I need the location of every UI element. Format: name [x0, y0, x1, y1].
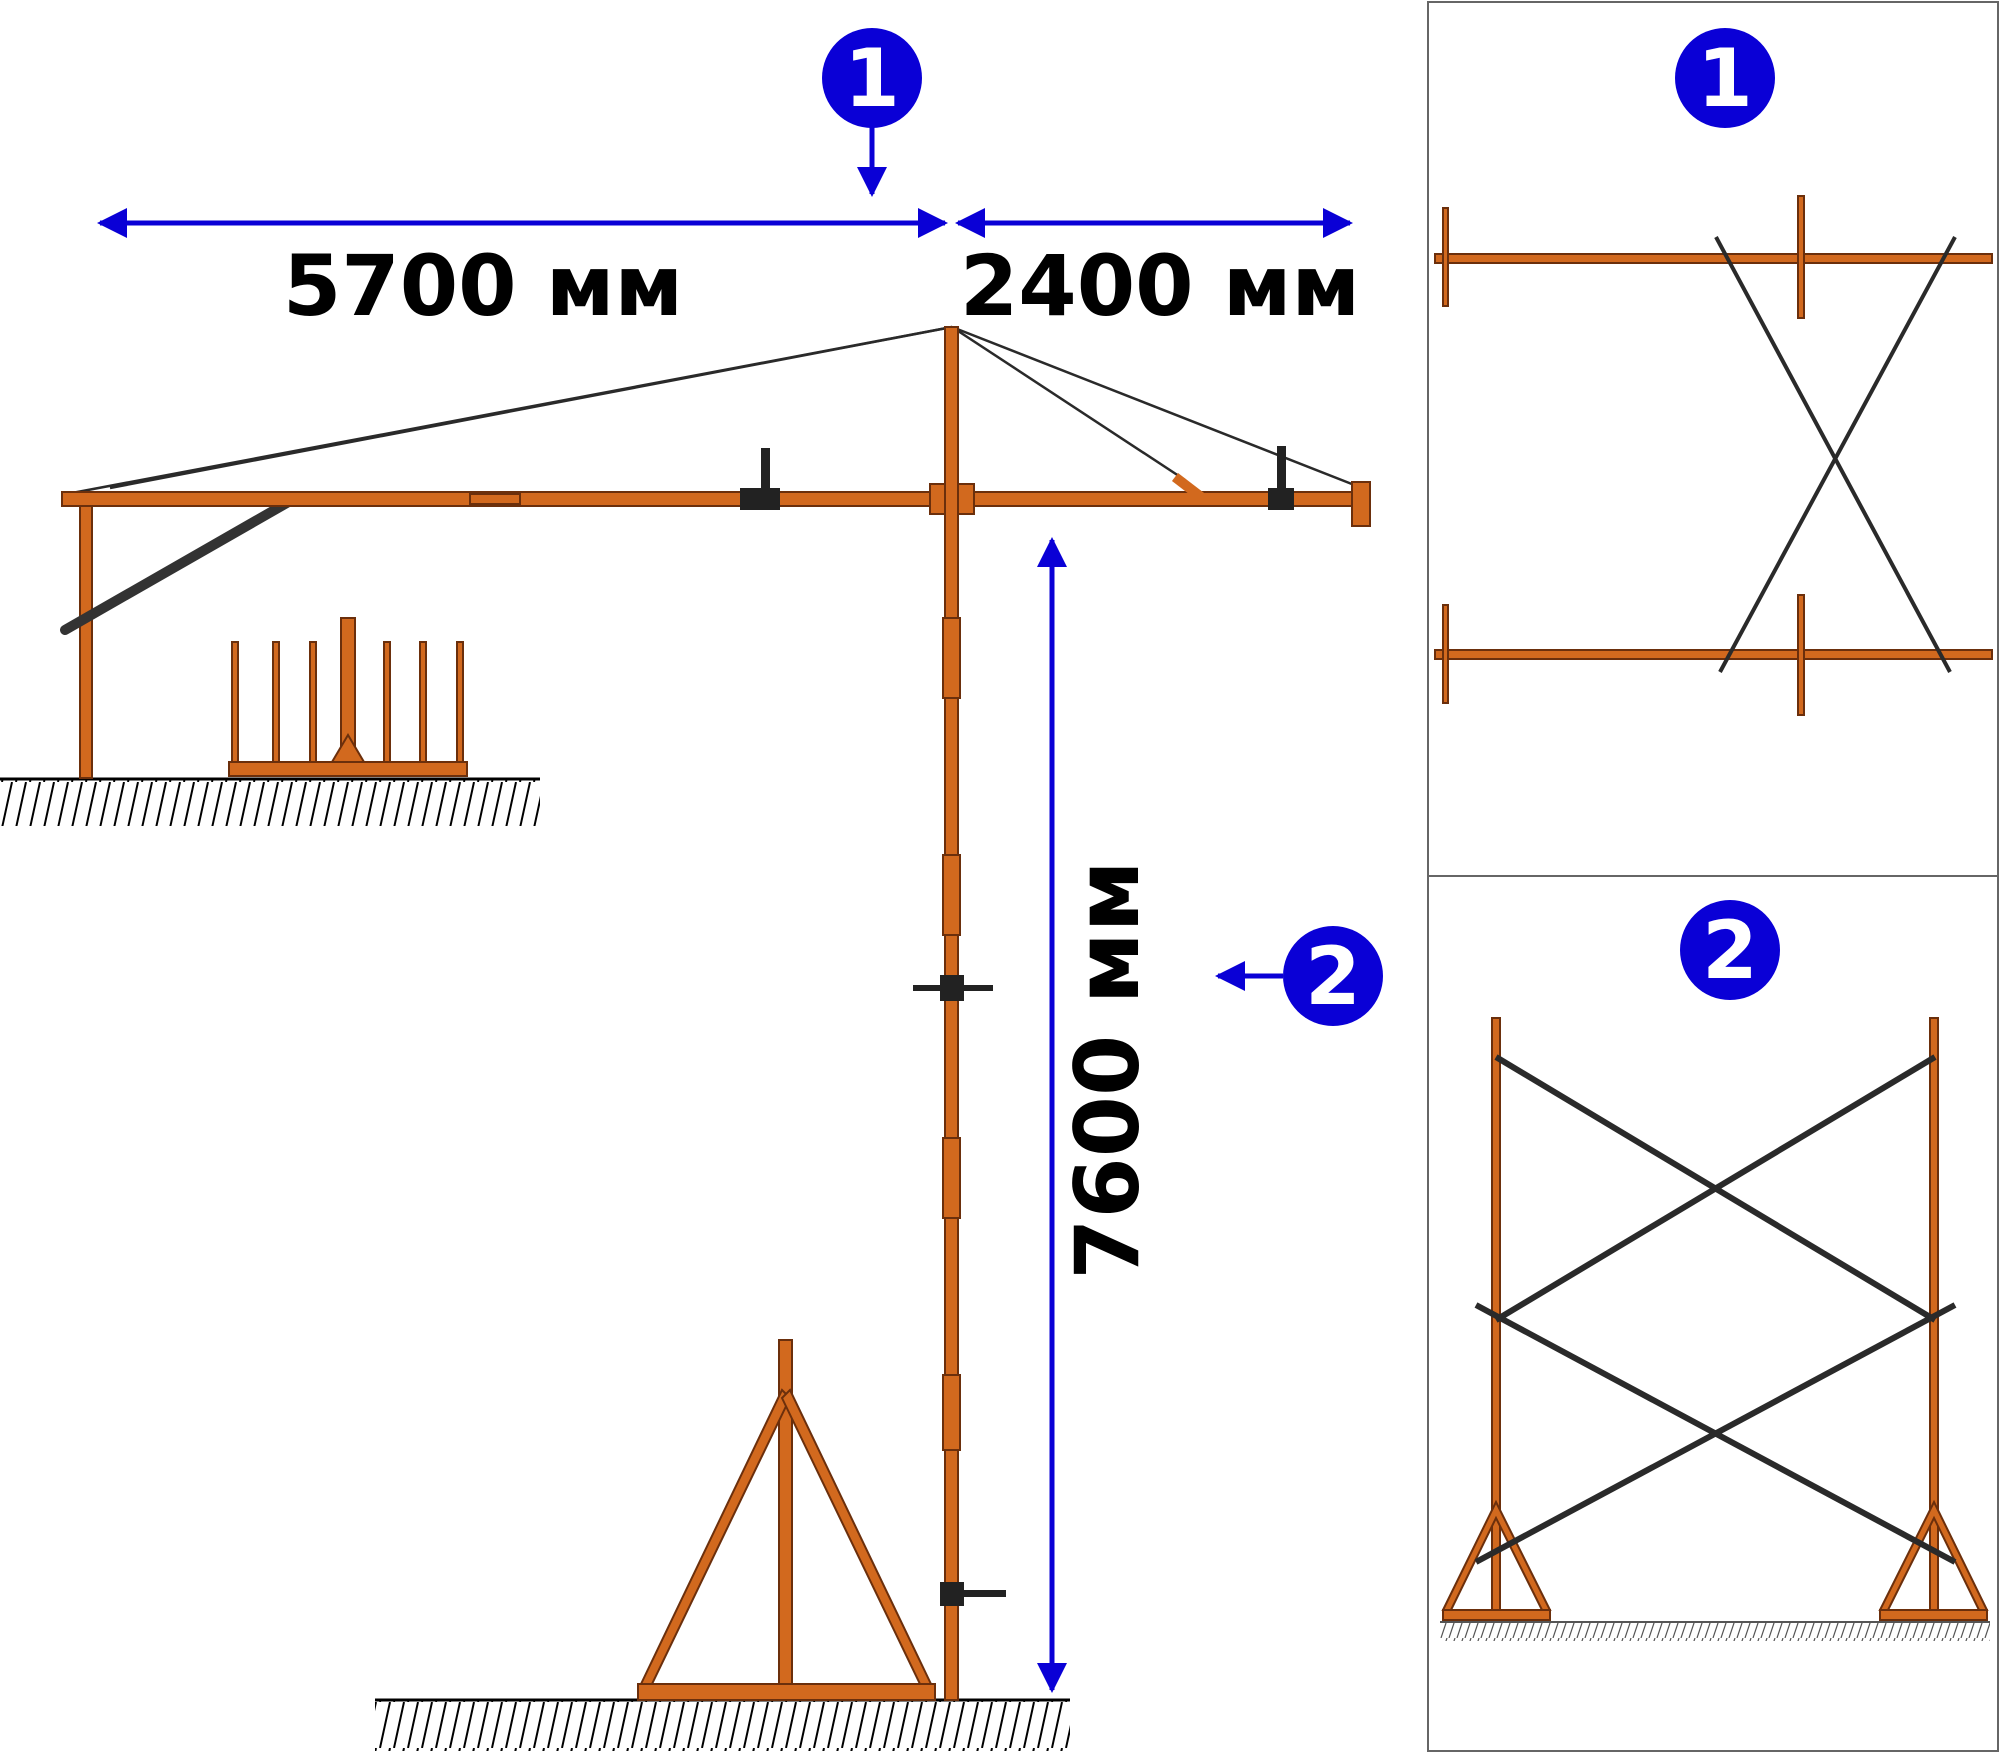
marker-1-main: 1	[822, 28, 922, 128]
mast	[913, 326, 1006, 1701]
main-view: 5700 мм 2400 мм 7600 мм 1 2	[0, 28, 1383, 1751]
ground-lower	[375, 1698, 1070, 1751]
counterweight-rack	[228, 617, 468, 777]
rear-support	[60, 491, 297, 779]
dimension-arrows	[97, 125, 1353, 1693]
panel-marker-2-text: 2	[1702, 904, 1758, 997]
side-view-detail: 2	[1440, 900, 1990, 1641]
base-frame	[637, 1339, 936, 1701]
jib-length-label: 5700 мм	[283, 237, 683, 335]
panel-marker-1-text: 1	[1697, 32, 1753, 125]
jib-beam	[61, 446, 1371, 527]
counter-jib-length-label: 2400 мм	[960, 237, 1360, 335]
marker-1-text: 1	[844, 32, 900, 125]
ground-upper	[0, 777, 540, 826]
top-view-detail: 1	[1434, 28, 1993, 716]
height-label: 7600 мм	[1056, 860, 1159, 1279]
marker-2-text: 2	[1305, 930, 1361, 1023]
guy-cables	[71, 325, 1363, 495]
marker-2-main: 2	[1283, 926, 1383, 1026]
detail-panel: 1 2	[1427, 1, 1999, 1752]
